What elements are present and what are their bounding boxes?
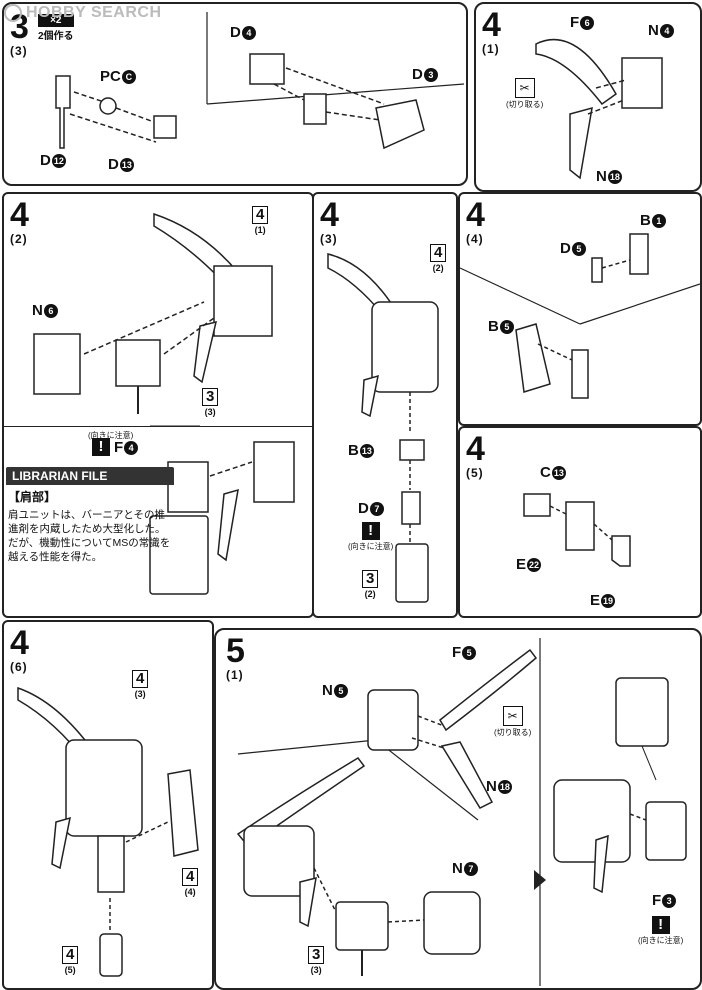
- step-4-3-diagram: [327, 253, 439, 603]
- hobby-search-watermark: HOBBY SEARCH: [4, 4, 162, 22]
- step-4-5-diagram: [523, 493, 631, 567]
- ref-3-2: 3(2): [362, 570, 379, 599]
- librarian-file: LIBRARIAN FILE 【肩部】 肩ユニットは、バーニアとその推進剤を内蔵…: [6, 467, 174, 564]
- step-3-3-diagram: [55, 12, 465, 150]
- step-number: 4 (6): [10, 624, 29, 674]
- ref-3-3: 3(3): [308, 946, 325, 975]
- warn-f4-text: (向きに注意): [88, 431, 134, 440]
- step-number: 5 (1): [226, 632, 245, 682]
- warn-f3: ! (向きに注意): [638, 916, 684, 945]
- make-two-note: ×2 2個作る: [38, 14, 74, 42]
- warn-d7: ! (向きに注意): [348, 522, 394, 551]
- cut-note: ✂ (切り取る): [506, 78, 543, 110]
- step-number: 4 (3): [320, 196, 339, 246]
- make-two-text: 2個作る: [38, 31, 74, 42]
- librarian-title: 【肩部】: [8, 490, 57, 504]
- step-number: 4 (4): [466, 196, 485, 246]
- ref-4-5: 4(5): [62, 946, 79, 975]
- warning-icon: !: [361, 522, 380, 540]
- nipper-icon: ✂: [502, 706, 523, 726]
- hobby-search-logo-icon: [4, 4, 22, 22]
- cut-note: ✂ (切り取る): [494, 706, 531, 738]
- nipper-icon: ✂: [514, 78, 535, 98]
- step-4-4-diagram: [460, 233, 700, 399]
- step-number: 4 (5): [466, 430, 485, 480]
- ref-4-3: 4(3): [132, 670, 149, 699]
- step-4-1-diagram: [535, 38, 663, 180]
- warning-icon: !: [651, 916, 670, 934]
- step-4-6-diagram: [17, 686, 199, 977]
- ref-4-1: 4(1): [252, 206, 269, 235]
- step-4-6-panel: 4 (6) 4(3) 4(4) 4(5): [2, 620, 214, 990]
- ref-3-3: 3(3): [202, 388, 219, 417]
- step-sub: (3): [10, 44, 28, 58]
- watermark-text: HOBBY SEARCH: [26, 4, 162, 21]
- librarian-text: 肩ユニットは、バーニアとその推進剤を内蔵したため大型化した。だが、機動性について…: [8, 509, 171, 563]
- step-5-1-diagram: [236, 638, 687, 986]
- warning-icon: !: [92, 438, 110, 456]
- times-two: ×2: [38, 14, 74, 27]
- ref-4-4: 4(4): [182, 868, 199, 897]
- librarian-header: LIBRARIAN FILE: [6, 467, 174, 485]
- ref-4-2: 4(2): [430, 244, 447, 273]
- step-number: 4 (1): [482, 6, 501, 56]
- step-number: 4 (2): [10, 196, 29, 246]
- step-4-2-diagram: [33, 212, 295, 595]
